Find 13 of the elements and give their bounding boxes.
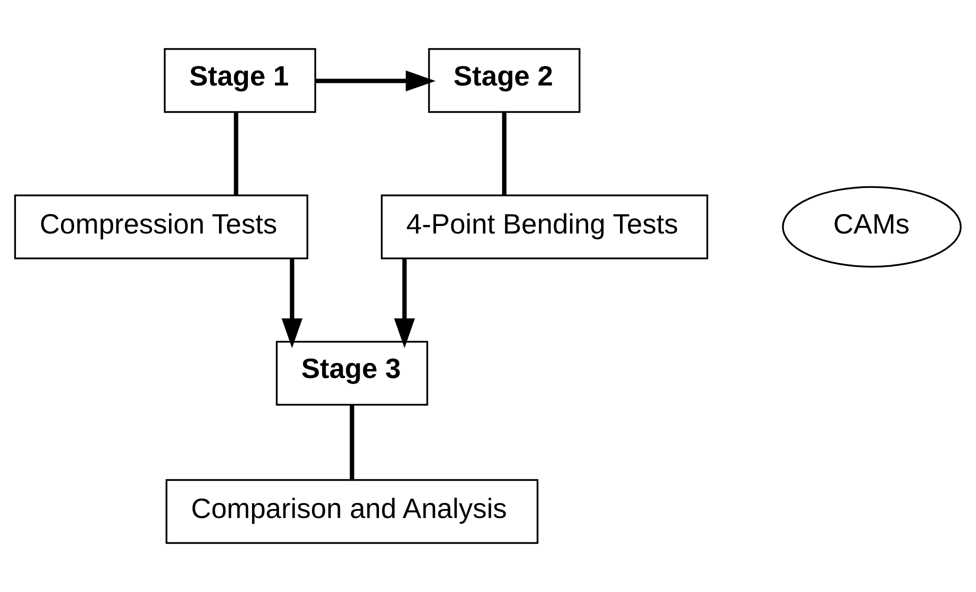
connector xyxy=(234,112,238,196)
arrow xyxy=(282,258,302,348)
connector xyxy=(350,405,354,480)
connector xyxy=(502,112,506,196)
node-box: Stage 2 xyxy=(428,48,580,113)
arrow xyxy=(316,70,436,92)
arrow xyxy=(394,258,415,348)
node-ellipse: CAMs xyxy=(782,186,962,268)
node-box: Comparison and Analysis xyxy=(166,479,538,544)
node-box: Stage 3 xyxy=(276,340,428,406)
node-box: 4-Point Bending Tests xyxy=(380,194,708,260)
node-box: Compression Tests xyxy=(14,194,308,260)
node-box: Stage 1 xyxy=(164,48,316,113)
